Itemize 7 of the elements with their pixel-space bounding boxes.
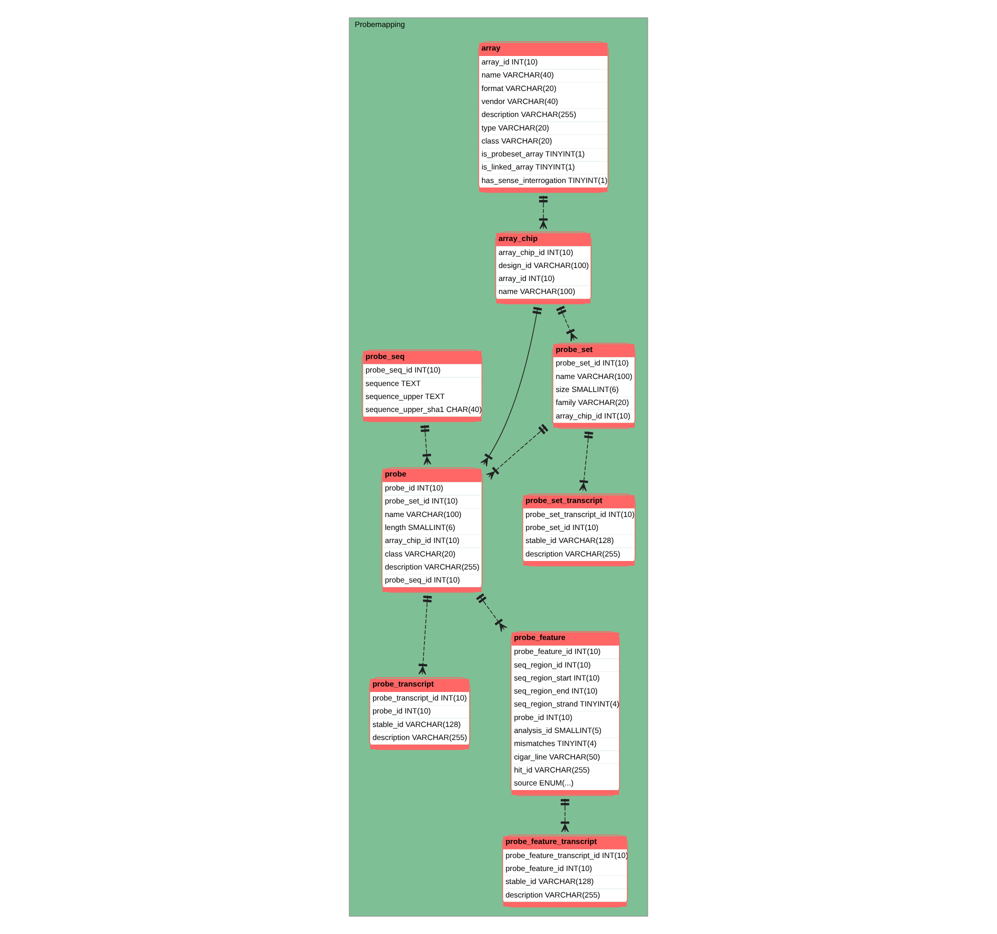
- connector: [560, 798, 570, 832]
- connector: [579, 431, 594, 492]
- connector: [476, 593, 508, 632]
- connector: [556, 306, 578, 342]
- connector: [486, 424, 548, 480]
- connector: [480, 306, 542, 467]
- connector: [418, 595, 432, 675]
